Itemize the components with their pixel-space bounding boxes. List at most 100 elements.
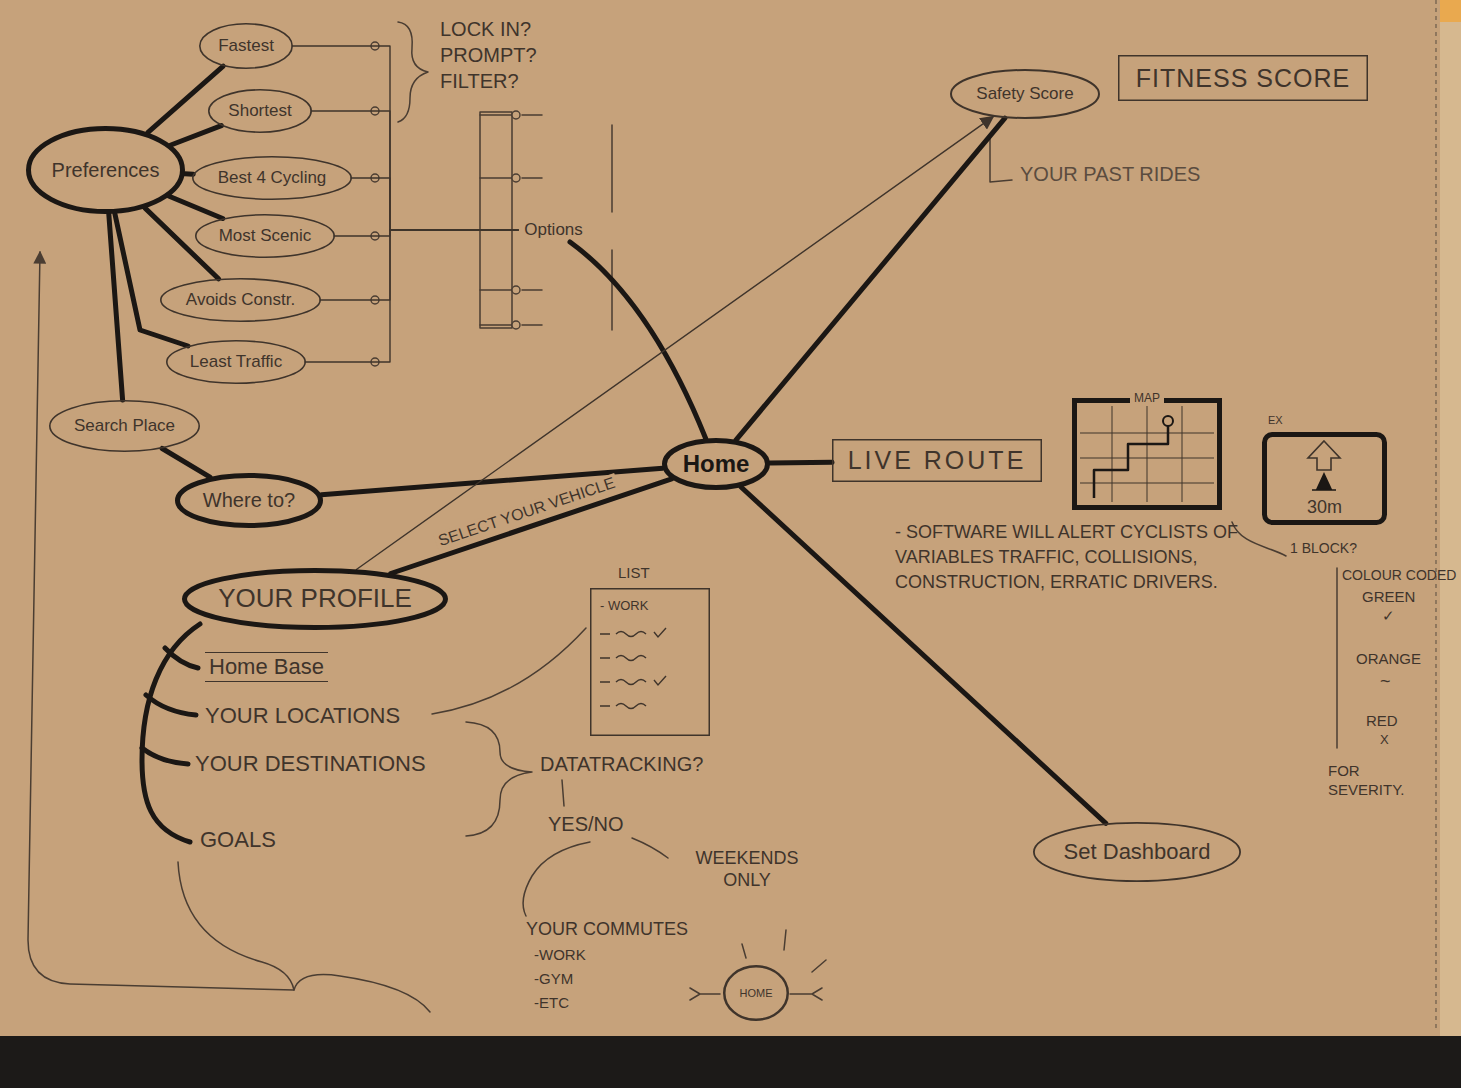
alert-sign-box: EX30m	[1262, 432, 1387, 525]
node-label: EX	[1268, 414, 1283, 426]
topic-oval: Preferences	[26, 126, 185, 214]
brace	[466, 722, 532, 836]
color-name: RED	[1366, 712, 1398, 731]
cone-icon	[1312, 474, 1336, 490]
route-box: LIVE ROUTE	[832, 439, 1042, 482]
oval-outline	[178, 476, 321, 526]
connector	[145, 208, 218, 279]
option-oval: Fastest	[199, 23, 293, 69]
connector	[171, 126, 222, 145]
note-text: YOUR COMMUTES	[526, 918, 688, 941]
oval-outline	[724, 966, 788, 1020]
up-arrow-icon	[1308, 441, 1340, 470]
oval-outline	[209, 90, 311, 132]
option-oval: Shortest	[208, 89, 312, 133]
note-text: - SOFTWARE WILL ALERT CYCLISTS OF VARIAB…	[895, 520, 1250, 596]
scale-line	[1336, 568, 1338, 748]
note-text: WEEKENDS ONLY	[672, 848, 822, 891]
score-box: FITNESS SCORE	[1118, 55, 1368, 101]
paper-edge	[1440, 0, 1461, 1040]
oval-outline	[665, 441, 768, 488]
map-grid	[1080, 406, 1214, 502]
profile-branches	[142, 648, 198, 764]
vertical-text: COLOUR CODED	[1342, 568, 1356, 583]
fold-line	[1435, 0, 1436, 1030]
color-name: ORANGE	[1356, 650, 1421, 669]
sun-rays	[690, 930, 826, 1000]
map-illustration	[1072, 398, 1222, 510]
leader-line	[562, 780, 564, 806]
map-pin	[1163, 416, 1173, 426]
joint-dot	[512, 321, 520, 329]
home-circle: HOME	[723, 965, 789, 1021]
option-oval: Most Scenic	[195, 214, 335, 258]
branch-label: YOUR LOCATIONS	[205, 702, 400, 730]
note-text: DATATRACKING?	[540, 752, 703, 777]
list-item: -WORK	[534, 946, 586, 965]
list-scribble	[600, 656, 646, 661]
oval-outline	[29, 129, 183, 212]
list-item: -GYM	[534, 970, 573, 989]
connector	[169, 196, 223, 218]
note-text: YES/NO	[548, 812, 624, 837]
node-label: Fastest	[218, 36, 274, 56]
node-label: Where to?	[203, 489, 295, 512]
node-label: FITNESS SCORE	[1136, 64, 1350, 93]
oval-outline	[196, 215, 334, 257]
branch-label: YOUR DESTINATIONS	[195, 750, 426, 778]
branch-label: GOALS	[200, 826, 276, 854]
node-label: LIVE ROUTE	[848, 446, 1027, 475]
connector	[770, 460, 832, 466]
paper-corner	[1440, 0, 1461, 22]
node-label: Search Place	[74, 416, 175, 436]
list-item: -ETC	[534, 994, 569, 1013]
ladder-rungs	[480, 115, 512, 325]
node-label: HOME	[740, 987, 773, 1000]
loop-arrow	[28, 252, 294, 990]
joint-dot	[512, 174, 520, 182]
connector	[391, 479, 672, 574]
node-label: - WORK	[600, 598, 648, 613]
joint-dot	[512, 111, 520, 119]
branch-label: Home Base	[205, 652, 328, 682]
connector	[320, 230, 518, 300]
options-label: Options	[521, 218, 586, 242]
oval-outline	[951, 70, 1099, 118]
node-label: MAP	[1130, 391, 1164, 405]
oval-outline	[167, 341, 305, 383]
connector	[311, 111, 518, 230]
connector	[185, 171, 194, 176]
connector	[351, 178, 518, 230]
map-route	[1094, 426, 1168, 498]
node-label: Preferences	[52, 159, 160, 182]
node-label: 30m	[1307, 497, 1342, 518]
connector	[334, 230, 518, 236]
node-label: Least Traffic	[190, 352, 282, 372]
connector	[356, 117, 993, 570]
options-ladder	[480, 112, 512, 328]
connector	[109, 214, 123, 400]
leader-line	[990, 134, 1012, 182]
ladder-dashes	[522, 115, 542, 325]
box-outline	[1265, 435, 1385, 523]
severity-mark: X	[1380, 732, 1389, 748]
list-scribble	[600, 628, 666, 637]
option-oval: Avoids Constr.	[160, 278, 321, 322]
bracket	[523, 842, 590, 916]
list-scribble	[600, 704, 646, 709]
topic-oval: YOUR PROFILE	[182, 568, 448, 630]
map-box: MAP	[1072, 398, 1222, 510]
brace	[178, 862, 430, 1012]
severity-mark: ~	[1380, 670, 1391, 693]
oval-outline	[1034, 823, 1240, 881]
note-text: FOR SEVERITY.	[1328, 762, 1438, 800]
bracket-line	[611, 125, 613, 330]
node-label: Set Dashboard	[1064, 839, 1211, 864]
box-outline	[591, 589, 710, 736]
node-label: Home	[683, 450, 750, 478]
oval-outline	[200, 24, 292, 68]
box-outline	[1119, 56, 1368, 101]
note-text: 1 BLOCK?	[1290, 540, 1357, 558]
